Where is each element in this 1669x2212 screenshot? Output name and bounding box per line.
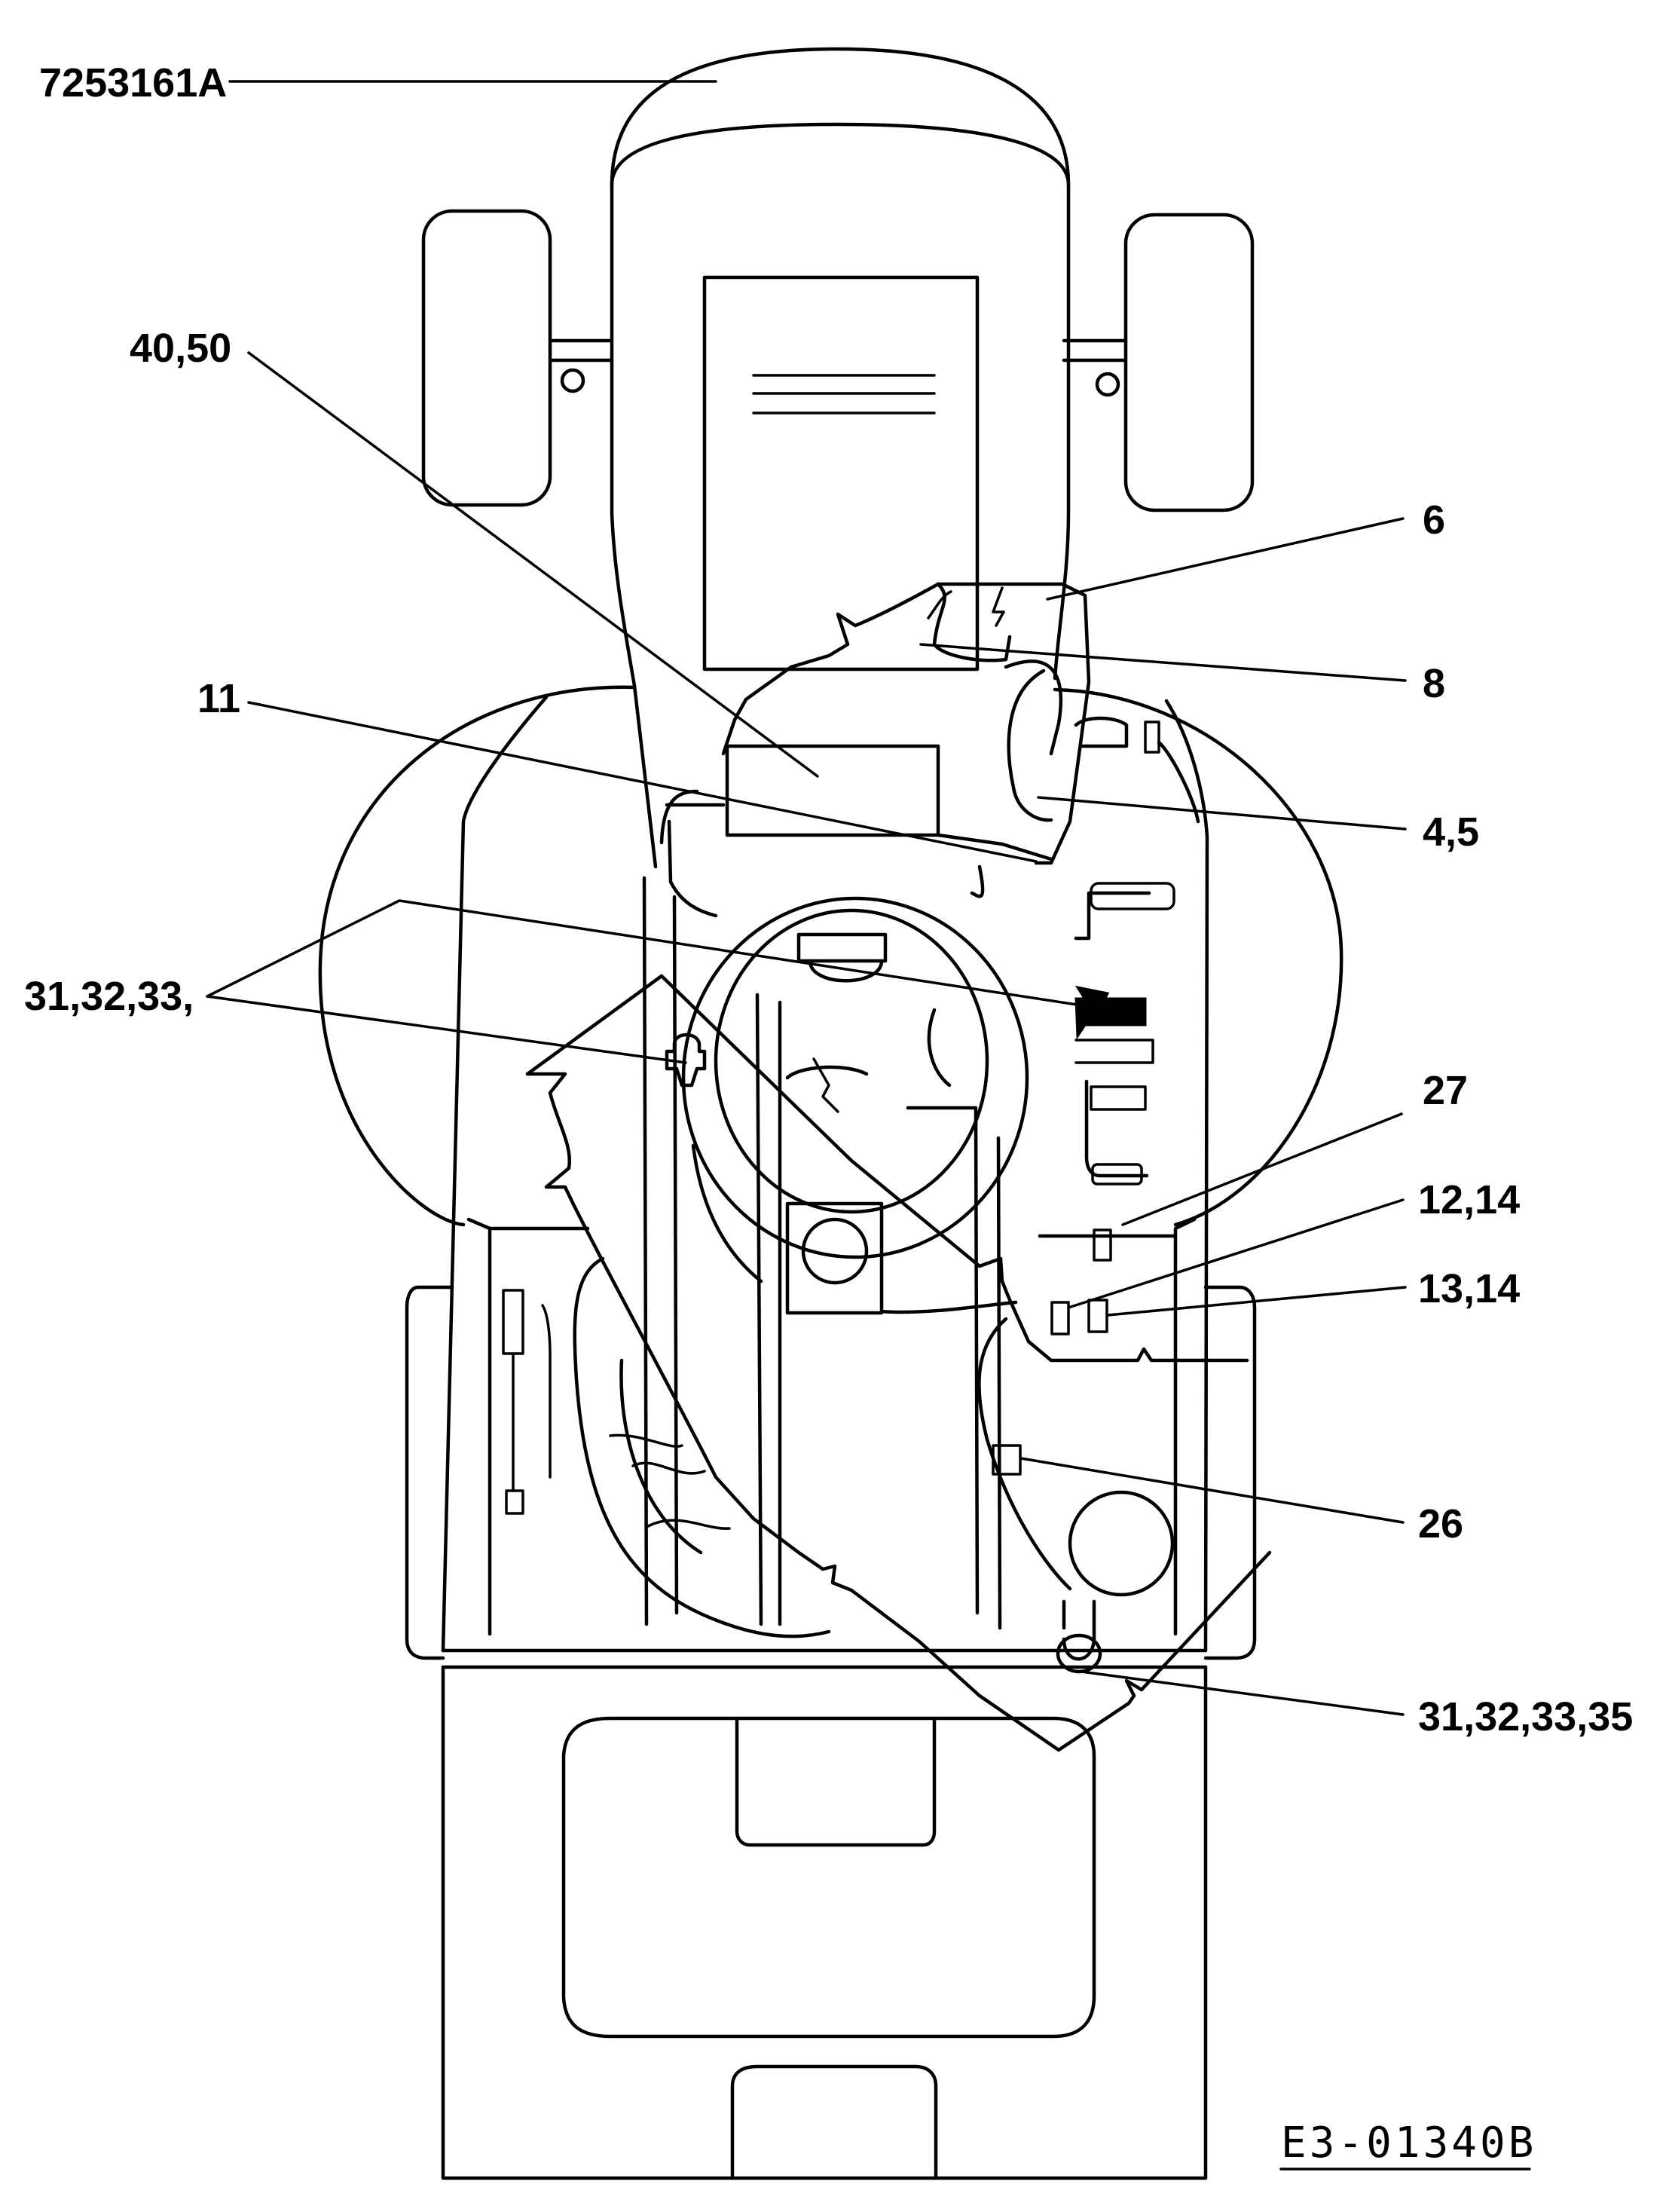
callout-labels: 7253161A 40,50 6 8 11 4,5 31,32,33, 27 1… [24, 60, 1633, 1739]
dash-box [725, 744, 940, 837]
leader-lines [206, 80, 1407, 1716]
chassis-right-rail [1164, 699, 1209, 1653]
callout-4-5: 4,5 [1423, 809, 1479, 855]
callout-part-number: 7253161A [39, 60, 227, 106]
front-right-wheel [1123, 213, 1255, 512]
callout-8: 8 [1423, 661, 1445, 706]
part-31-front [665, 1033, 707, 1088]
front-bumper [610, 47, 1071, 187]
rear-crossbar [441, 1648, 1208, 1669]
cutaway-lines [525, 582, 1272, 1752]
dash-box-left [665, 803, 726, 918]
callout-31-32-33-35: 31,32,33,35 [1418, 1694, 1633, 1739]
steering-wheel [681, 896, 1029, 1259]
seat-tab [735, 1716, 937, 1847]
hitch [730, 2064, 938, 2180]
part-13-box [1087, 1299, 1108, 1333]
hood [610, 122, 1071, 688]
rear-body [441, 1665, 1208, 2180]
tractor-outline [318, 47, 1343, 2180]
chassis-left-rail [441, 695, 549, 1653]
callout-26: 26 [1418, 1501, 1463, 1547]
seat [561, 1716, 1096, 2039]
part-26-box [992, 1444, 1022, 1476]
front-left-wheel [421, 209, 552, 507]
engine-pulley [1068, 1490, 1175, 1597]
right-footrest [1203, 1285, 1257, 1660]
left-belt [573, 1256, 831, 1638]
callout-31-32-33-front: 31,32,33, [24, 974, 194, 1019]
callout-27: 27 [1423, 1068, 1468, 1113]
drawing-code: E3-01340B [1281, 2119, 1536, 2168]
callout-40-50: 40,50 [130, 326, 231, 371]
battery-box [785, 1201, 884, 1315]
callout-12-14: 12,14 [1418, 1177, 1520, 1222]
callout-6: 6 [1423, 497, 1445, 543]
left-footrest [405, 1285, 454, 1660]
callout-11: 11 [197, 676, 240, 721]
mower-deck [318, 685, 1343, 1227]
part-27-box [1093, 1228, 1112, 1262]
hood-panel [702, 275, 980, 672]
right-pulley-belt [977, 1317, 1072, 1591]
callout-13-14: 13,14 [1418, 1266, 1520, 1311]
part-12-box [1050, 1301, 1070, 1335]
